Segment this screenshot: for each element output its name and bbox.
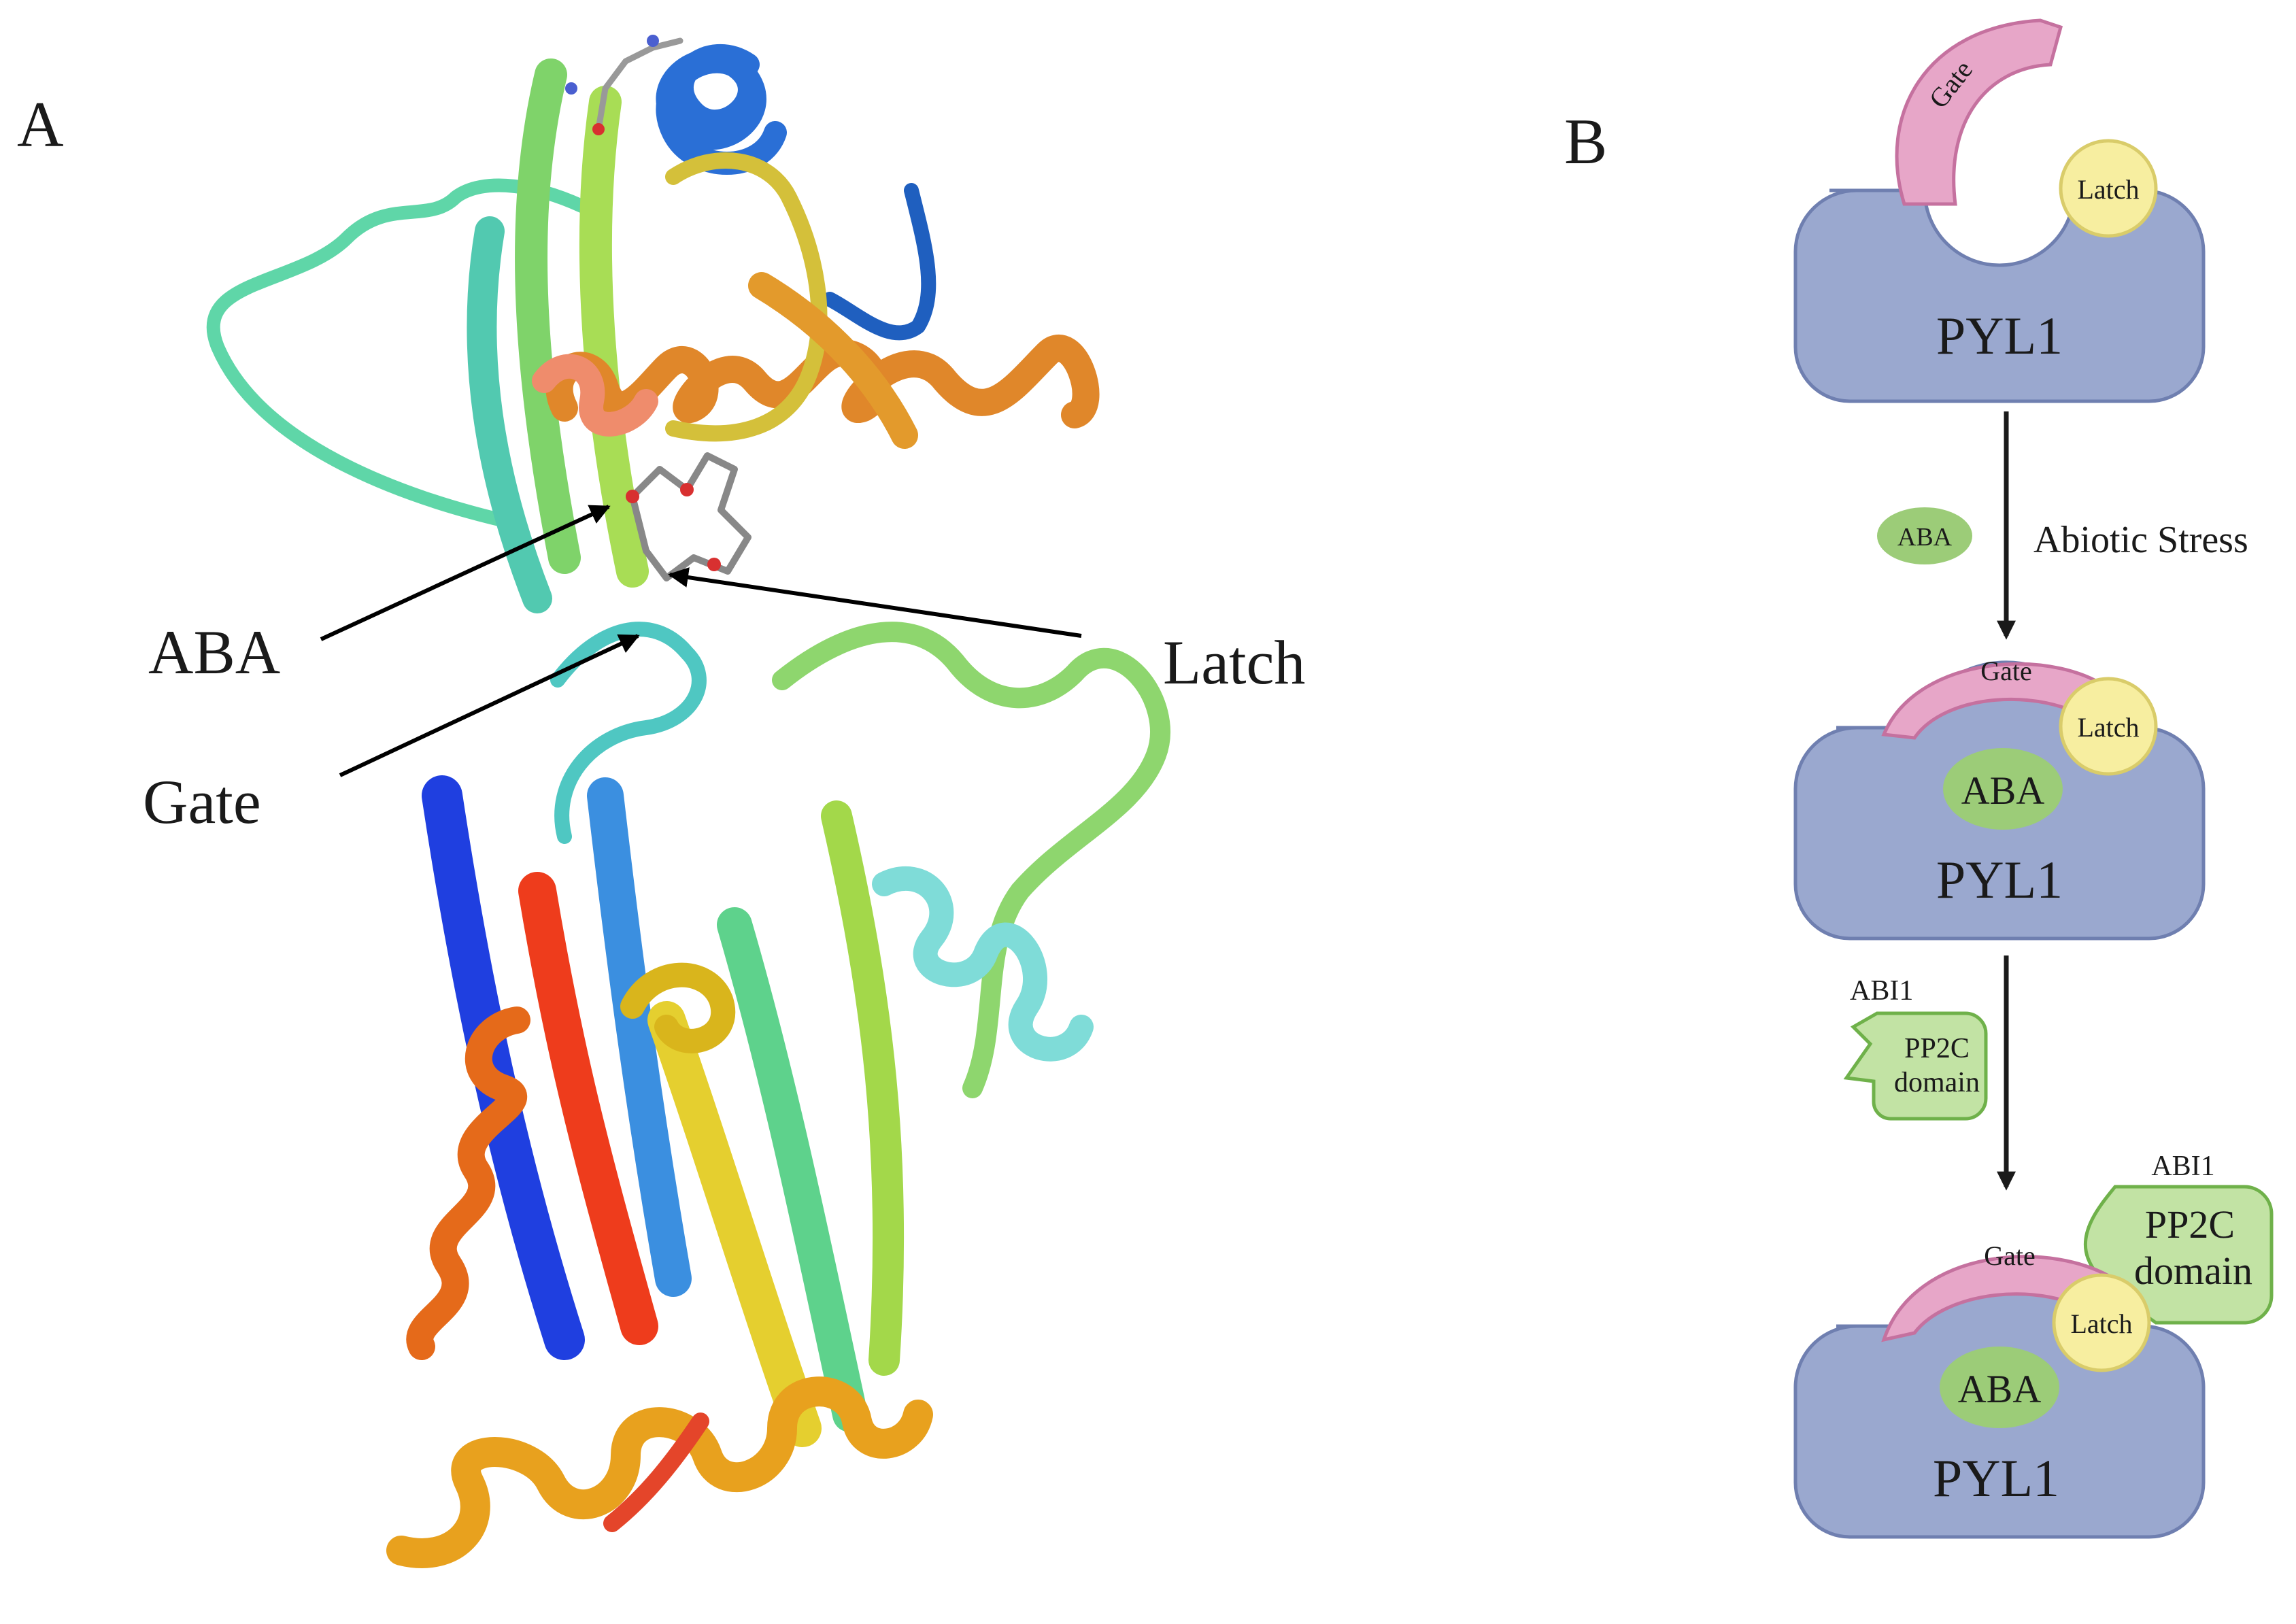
panel-a: A — [17, 35, 1305, 1568]
pp2c-bound-line2: domain — [2134, 1249, 2252, 1293]
state-apo: Gate Latch PYL1 — [1793, 18, 2206, 403]
strand-green-2 — [579, 86, 649, 588]
helix-salmon-mid — [532, 354, 658, 437]
aba-free-ligand — [1877, 507, 1972, 564]
top-ligand-sticks — [565, 35, 683, 135]
helix-orange-bottom — [386, 1376, 933, 1568]
abi1-free-name: ABI1 — [1850, 975, 1913, 1006]
latch-label-3: Latch — [2070, 1308, 2132, 1339]
helix-cyan-lower-right — [872, 866, 1094, 1062]
aba-callout-line — [320, 505, 611, 641]
strand-red-bottom — [603, 1412, 709, 1532]
pp2c-bound-line1: PP2C — [2145, 1202, 2235, 1247]
strand-lime-lower — [821, 800, 905, 1376]
latch-label-2: Latch — [2077, 712, 2139, 743]
gate-callout-line — [339, 634, 640, 777]
protein-label-1: PYL1 — [1936, 306, 2063, 365]
pp2c-free-line2: domain — [1894, 1067, 1980, 1098]
panel-a-label: A — [17, 88, 64, 160]
strand-orange-top — [748, 272, 918, 449]
strand-red-long — [518, 872, 658, 1345]
panel-b-label: B — [1564, 105, 1607, 177]
protein-label-2: PYL1 — [1936, 850, 2063, 909]
abiotic-stress-label: Abiotic Stress — [2033, 519, 2248, 561]
protein-label-3: PYL1 — [1933, 1449, 2059, 1508]
abi1-bound-name: ABI1 — [2151, 1151, 2214, 1182]
loop-blue-top — [822, 183, 936, 341]
strand-green-1 — [515, 58, 581, 574]
strand-yellow-1 — [647, 1001, 822, 1447]
gate-label-3: Gate — [1984, 1240, 2036, 1271]
aba-ligand-sticks — [626, 452, 752, 581]
latch-1 — [2059, 139, 2158, 238]
aba-bound-2 — [1943, 748, 2063, 830]
state-abi1-complex: ABI1 PP2C domain Gate Latch ABA PYL1 — [1793, 1151, 2274, 1539]
helix-orange-lower-left — [406, 1006, 530, 1360]
loop-teal-junction — [550, 622, 707, 844]
protein-ribbon-structure — [206, 35, 1170, 1568]
gate-callout-label: Gate — [143, 767, 261, 836]
aba-free-label: ABA — [1897, 523, 1953, 552]
helix-blue-top — [656, 44, 787, 175]
loop-cyan-left — [206, 178, 598, 530]
aba-bound-label-2: ABA — [1961, 768, 2045, 813]
latch-label-1: Latch — [2077, 174, 2139, 205]
loop-yellow-top — [665, 152, 828, 442]
latch-callout-label: Latch — [1163, 628, 1305, 697]
pyl1-body-1 — [1793, 188, 2206, 403]
helix-yellow-coil — [620, 962, 735, 1053]
latch-3 — [2052, 1273, 2151, 1372]
state-aba-bound: Gate Latch ABA PYL1 — [1793, 656, 2206, 941]
panel-b: B Gate Latch PYL1 ABA Abiotic Stress Gat… — [1564, 18, 2274, 1539]
aba-bound-label-3: ABA — [1958, 1367, 2042, 1411]
pp2c-free-shape — [1843, 1011, 1988, 1121]
strand-blue-light — [587, 777, 692, 1297]
aba-callout-label: ABA — [148, 618, 280, 687]
gate-label-2: Gate — [1980, 656, 2032, 686]
strand-green-lower — [717, 907, 868, 1432]
aba-bound-3 — [1940, 1347, 2059, 1428]
loop-green-right — [772, 622, 1170, 1098]
gate-open-1 — [1895, 18, 2063, 206]
pp2c-free-line1: PP2C — [1904, 1033, 1970, 1064]
latch-callout-line — [668, 567, 1082, 638]
latch-2 — [2059, 677, 2158, 776]
